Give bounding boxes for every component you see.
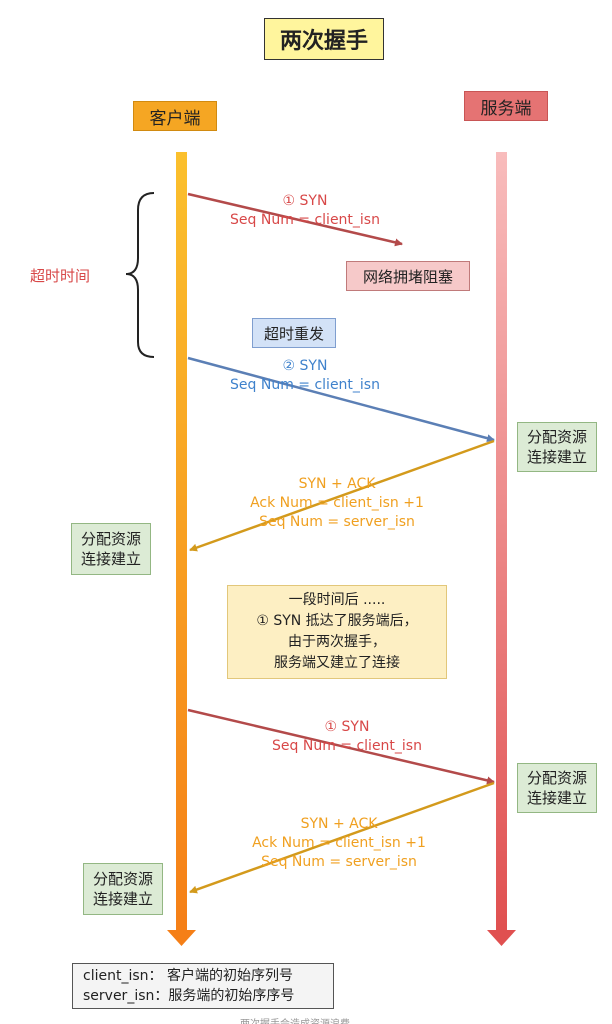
syn2-arrow xyxy=(187,356,495,443)
note-box: 一段时间后 ..... ① SYN 抵达了服务端后， 由于两次握手， 服务端又建… xyxy=(227,585,447,679)
server-alloc-box-2: 分配资源连接建立 xyxy=(517,763,597,813)
syn1-label: ① SYN Seq Num = client_isn xyxy=(210,192,400,230)
server-label: 服务端 xyxy=(464,91,548,121)
client-alloc-box-1: 分配资源连接建立 xyxy=(71,523,151,575)
syn1-seq: Seq Num = client_isn xyxy=(230,212,380,228)
diagram-title: 两次握手 xyxy=(264,18,384,60)
server-timeline xyxy=(487,152,516,946)
syn2-flag: ② SYN xyxy=(282,358,328,374)
syn3-label: ① SYN Seq Num = client_isn xyxy=(252,718,442,756)
legend-server-isn: server_isn：服务端的初始序序号 xyxy=(83,988,295,1004)
network-congestion-box: 网络拥堵阻塞 xyxy=(346,261,470,291)
synack1-label: SYN + ACK Ack Num = client_isn +1 Seq Nu… xyxy=(232,475,442,532)
synack1-flag: SYN + ACK xyxy=(298,476,376,492)
timeout-retransmit-box: 超时重发 xyxy=(252,318,336,348)
synack1-ack: Ack Num = client_isn +1 xyxy=(250,495,424,511)
server-alloc-box-1: 分配资源连接建立 xyxy=(517,422,597,472)
synack2-label: SYN + ACK Ack Num = client_isn +1 Seq Nu… xyxy=(234,815,444,872)
timeout-brace xyxy=(125,192,155,358)
syn3-flag: ① SYN xyxy=(324,719,370,735)
syn1-arrow xyxy=(187,192,403,247)
syn3-seq: Seq Num = client_isn xyxy=(272,738,422,754)
synack1-seq: Seq Num = server_isn xyxy=(259,514,415,530)
syn2-label: ② SYN Seq Num = client_isn xyxy=(210,357,400,395)
synack1-arrow xyxy=(189,439,495,552)
synack2-seq: Seq Num = server_isn xyxy=(261,854,417,870)
client-label: 客户端 xyxy=(133,101,217,131)
synack2-arrow xyxy=(189,781,495,894)
client-alloc-box-2: 分配资源连接建立 xyxy=(83,863,163,915)
syn2-seq: Seq Num = client_isn xyxy=(230,377,380,393)
client-timeline xyxy=(167,152,196,946)
legend-client-isn: client_isn： 客户端的初始序列号 xyxy=(83,968,293,984)
timeout-label: 超时时间 xyxy=(30,267,91,285)
syn3-arrow xyxy=(187,708,495,785)
syn1-flag: ① SYN xyxy=(282,193,328,209)
caption: 两次握手会造成资源浪费 xyxy=(240,1015,350,1024)
synack2-ack: Ack Num = client_isn +1 xyxy=(252,835,426,851)
synack2-flag: SYN + ACK xyxy=(300,816,378,832)
legend-box: client_isn： 客户端的初始序列号 server_isn：服务端的初始序… xyxy=(72,963,334,1009)
